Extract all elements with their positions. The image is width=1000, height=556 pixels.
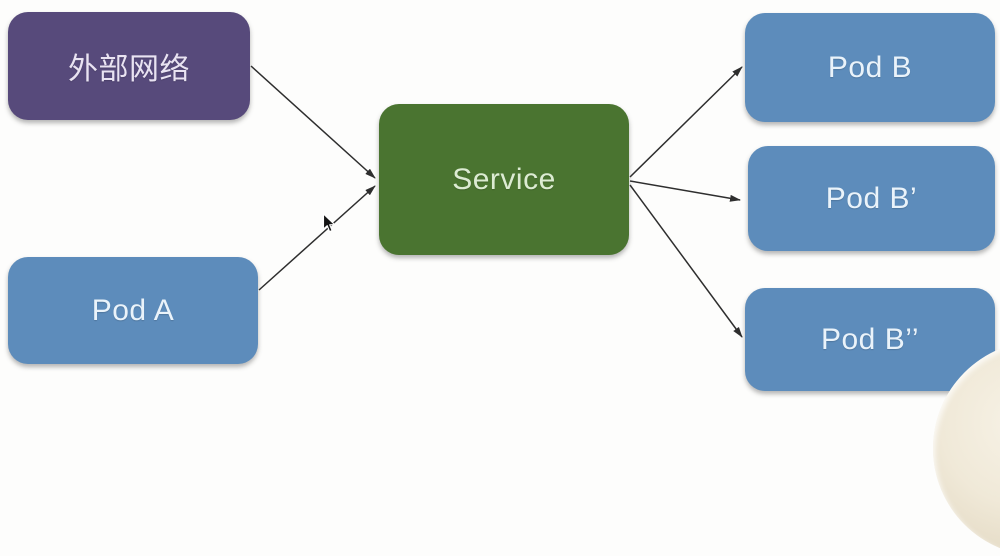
edge-service-to-pod-b-prime — [629, 180, 741, 202]
node-service-label: Service — [452, 162, 556, 196]
edge-service-to-pod-b — [629, 66, 743, 178]
node-pod-a: Pod A — [8, 257, 258, 364]
node-pod-b-label: Pod B — [827, 50, 913, 84]
diagram-canvas: 外部网络 Pod A Service Pod B Pod B’ Pod B’’ — [8, 12, 1000, 556]
node-pod-b-prime: Pod B’ — [748, 146, 995, 251]
edge-pod-a-to-service — [258, 185, 376, 291]
edge-service-to-pod-b-dbl-prime — [629, 184, 743, 338]
node-pod-b-prime-label: Pod B’ — [825, 181, 918, 215]
node-pod-b-dbl-prime-label: Pod B’’ — [820, 322, 919, 356]
node-external-network: 外部网络 — [8, 12, 250, 120]
mouse-cursor-icon — [322, 213, 336, 233]
edge-external-network-to-service — [250, 65, 376, 179]
node-pod-b: Pod B — [745, 13, 995, 122]
node-service: Service — [379, 104, 629, 255]
node-pod-b-dbl-prime: Pod B’’ — [745, 288, 995, 391]
node-pod-a-label: Pod A — [91, 293, 175, 327]
node-external-network-label: 外部网络 — [68, 53, 190, 86]
